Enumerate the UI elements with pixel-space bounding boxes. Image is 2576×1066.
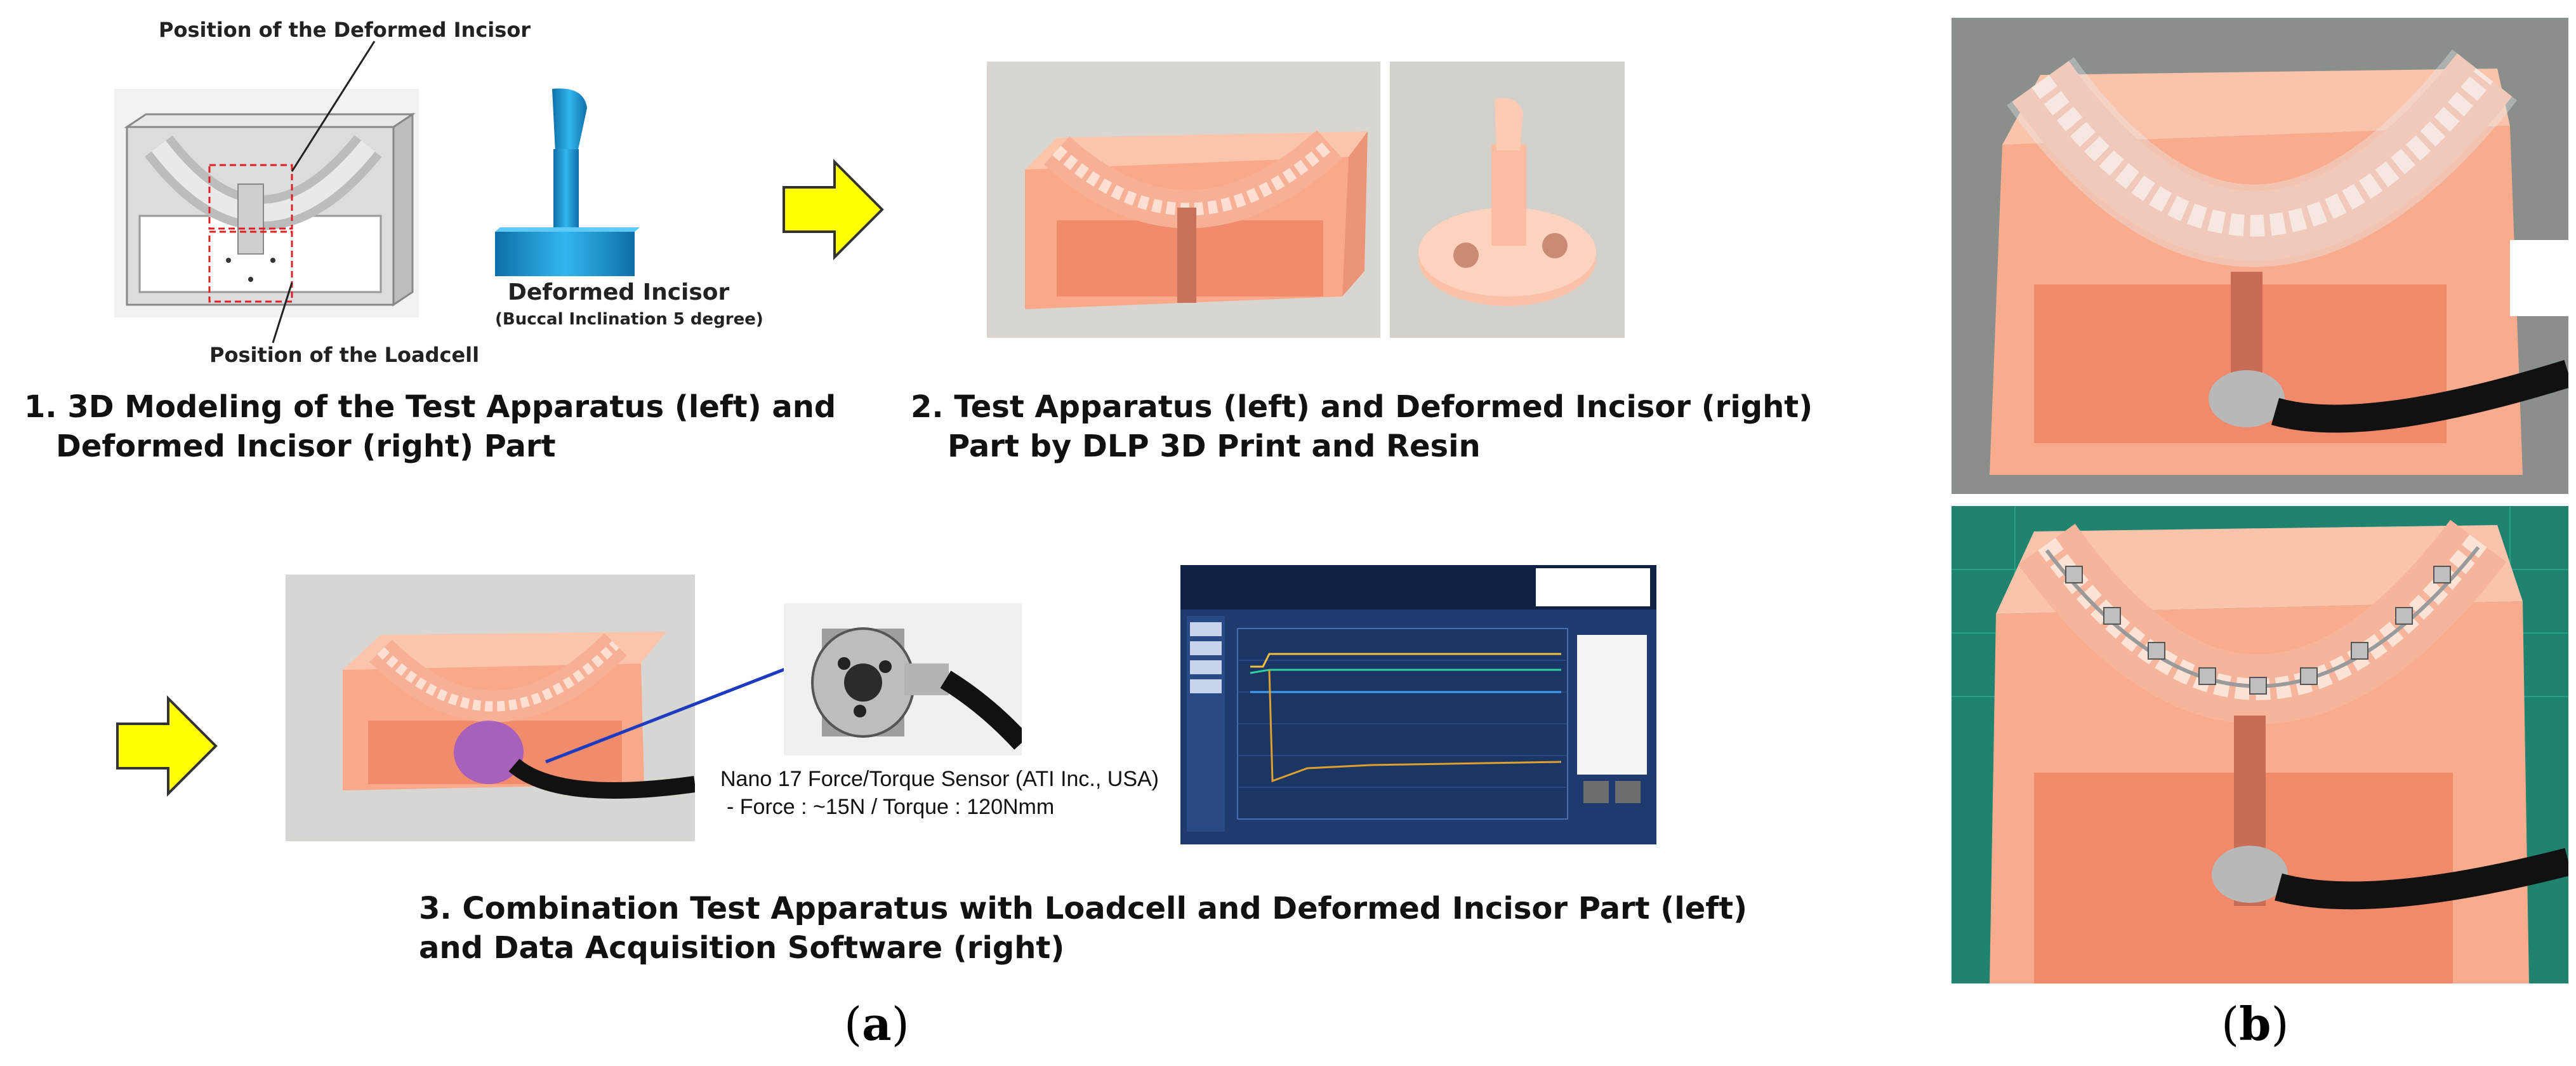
3d-model-drawing [124, 112, 416, 307]
step1-caption-line2: Deformed Incisor (right) Part [56, 429, 556, 464]
aligner-test-photo [1952, 18, 2568, 494]
data-acquisition-software-screenshot [1180, 565, 1656, 844]
step3-caption: 3. Combination Test Apparatus with Loadc… [419, 889, 1747, 968]
force-sensor-photo [784, 603, 1022, 756]
step2-caption: 2. Test Apparatus (left) and Deformed In… [911, 387, 1813, 466]
sensor-spec-line2: - Force : ~15N / Torque : 120Nmm [727, 795, 1055, 819]
step3-caption-line1: 3. Combination Test Apparatus with Loadc… [419, 891, 1748, 926]
deformed-incisor-model [495, 88, 640, 276]
deformed-incisor-subtitle: (Buccal Inclination 5 degree) [495, 310, 763, 329]
step2-caption-line2: Part by DLP 3D Print and Resin [948, 429, 1481, 464]
printed-apparatus-photo [987, 62, 1380, 338]
printed-incisor-photo [1390, 62, 1625, 338]
panel-a-label: (a) [844, 997, 909, 1051]
3d-model-render [114, 89, 419, 317]
label-position-deformed-incisor: Position of the Deformed Incisor [159, 18, 531, 42]
pointer-line-loadcell [272, 282, 293, 343]
arrow-step1-to-step2 [783, 159, 884, 260]
bracket-wire-test-photo [1952, 506, 2568, 983]
pointer-line-incisor [291, 41, 376, 172]
arrow-step2-to-step3 [116, 695, 218, 797]
step3-caption-line2: and Data Acquisition Software (right) [419, 930, 1065, 966]
label-position-loadcell: Position of the Loadcell [209, 343, 480, 367]
step1-caption: 1. 3D Modeling of the Test Apparatus (le… [24, 387, 836, 466]
panel-b-label: (b) [2221, 997, 2289, 1051]
sensor-spec-text: Nano 17 Force/Torque Sensor (ATI Inc., U… [720, 765, 1159, 821]
step2-caption-line1: 2. Test Apparatus (left) and Deformed In… [911, 389, 1813, 425]
deformed-incisor-title: Deformed Incisor [508, 279, 730, 305]
step1-caption-line1: 1. 3D Modeling of the Test Apparatus (le… [24, 389, 836, 425]
sensor-pointer-arrow [545, 657, 809, 764]
sensor-spec-line1: Nano 17 Force/Torque Sensor (ATI Inc., U… [720, 767, 1159, 791]
combination-apparatus-photo [286, 575, 695, 841]
